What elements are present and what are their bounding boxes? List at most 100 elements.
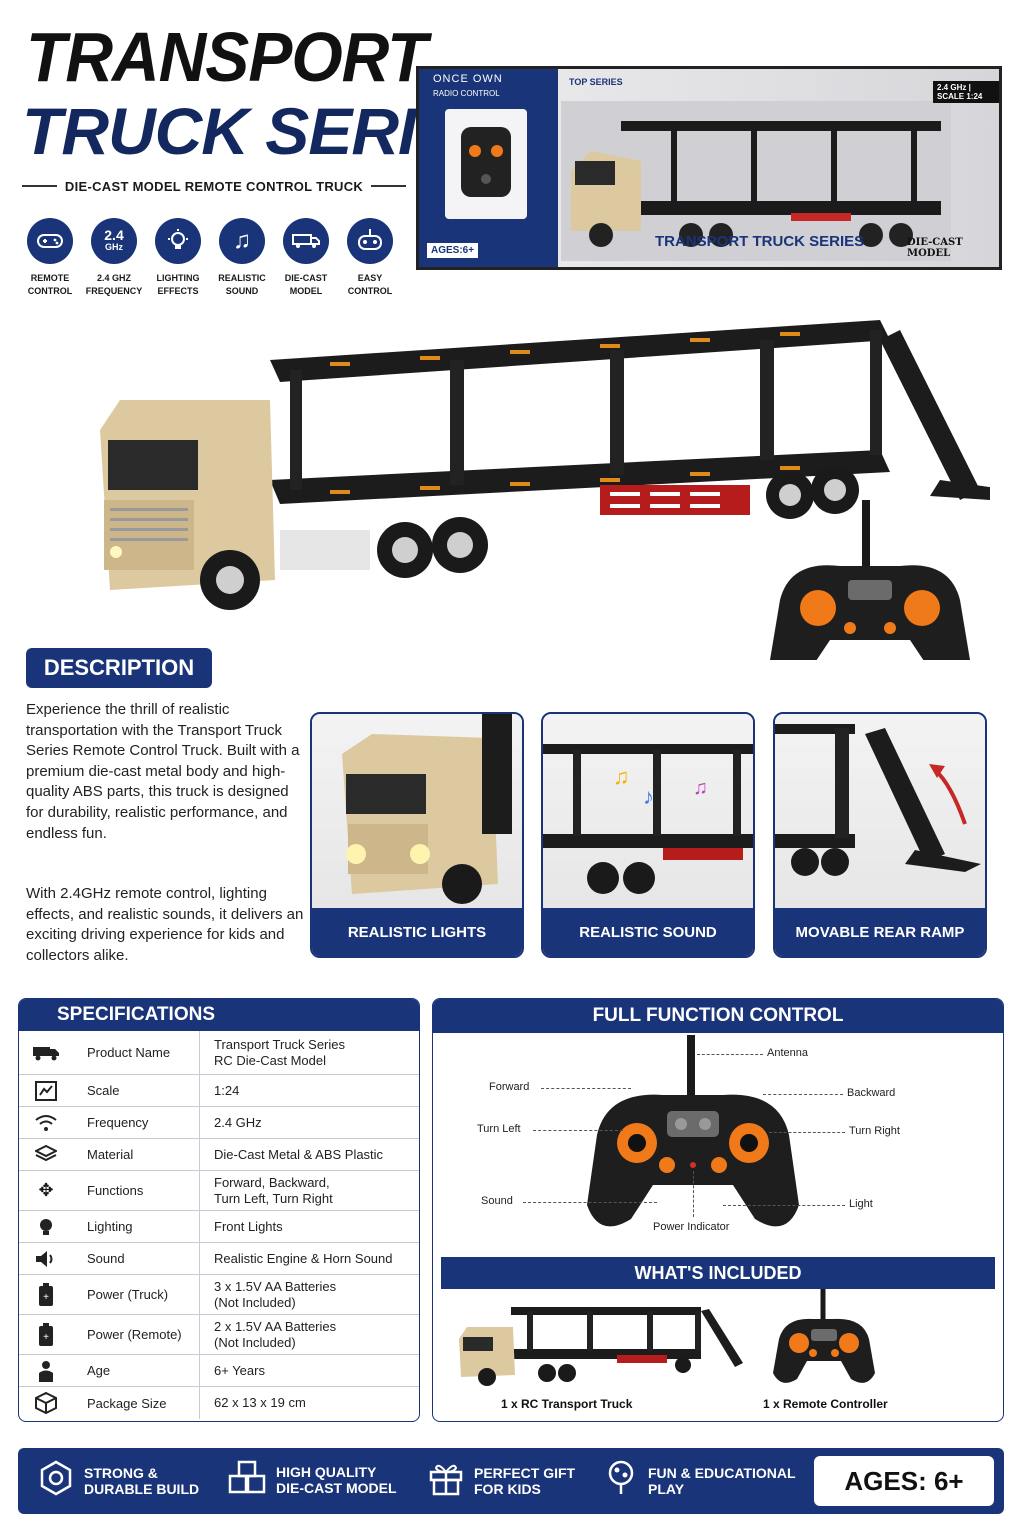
leader-line xyxy=(523,1202,657,1203)
leader-line xyxy=(697,1054,763,1055)
subtitle-row: DIE-CAST MODEL REMOTE CONTROL TRUCK xyxy=(22,176,406,196)
arrows-icon: ✥ xyxy=(38,1180,54,1200)
feature-frequency: 2.4 GHz 2.4 GHzFREQUENCY xyxy=(82,218,146,308)
spec-value: 6+ Years xyxy=(214,1362,265,1378)
band-label: FUN & EDUCATIONAL xyxy=(648,1464,796,1481)
band-label: PERFECT GIFT xyxy=(474,1464,576,1481)
spec-name: Power (Remote) xyxy=(87,1327,182,1342)
feature-label: SOUND xyxy=(225,286,259,296)
spec-name: Lighting xyxy=(87,1219,133,1234)
spec-value: (Not Included) xyxy=(214,1334,296,1350)
box-truck-window xyxy=(561,101,951,261)
label-turn-left: Turn Left xyxy=(477,1123,521,1135)
spec-row: Sound Realistic Engine & Horn Sound xyxy=(19,1243,419,1275)
feature-label: DIE-CAST xyxy=(284,273,328,283)
band-label: PLAY xyxy=(648,1480,685,1497)
spec-value: Front Lights xyxy=(214,1218,283,1234)
spec-row: Scale 1:24 xyxy=(19,1075,419,1107)
lightbulb-icon xyxy=(155,218,201,264)
feature-label: EFFECTS xyxy=(157,286,199,296)
control-heading: FULL FUNCTION CONTROL xyxy=(433,999,1003,1033)
specifications-heading: SPECIFICATIONS xyxy=(19,999,419,1031)
spec-value: (Not Included) xyxy=(214,1294,296,1310)
box-series-title: TRANSPORT TRUCK SERIES xyxy=(655,233,865,250)
layers-icon xyxy=(19,1144,73,1165)
spec-value: Realistic Engine & Horn Sound xyxy=(214,1250,393,1266)
included-remote-image xyxy=(771,1289,881,1394)
spec-name: Sound xyxy=(87,1251,125,1266)
bulb-icon xyxy=(19,1216,73,1238)
label-forward: Forward xyxy=(489,1081,530,1093)
svg-text:♫: ♫ xyxy=(613,764,630,789)
card-realistic-sound: ♫ ♪ ♫ REALISTIC SOUND xyxy=(541,712,755,958)
feature-label: CONTROL xyxy=(347,286,393,296)
subtitle: DIE-CAST MODEL REMOTE CONTROL TRUCK xyxy=(64,178,364,194)
label-sound: Sound xyxy=(481,1195,513,1207)
feature-label: FREQUENCY xyxy=(85,286,143,296)
spec-value: Die-Cast Metal & ABS Plastic xyxy=(214,1146,384,1162)
spec-name: Power (Truck) xyxy=(87,1287,169,1302)
svg-text:+: + xyxy=(43,1292,49,1303)
spec-value: RC Die-Cast Model xyxy=(214,1052,326,1068)
feature-label: REMOTE xyxy=(30,273,70,283)
band-label: FOR KIDS xyxy=(474,1480,541,1497)
leader-line xyxy=(693,1171,694,1217)
spec-value: Forward, Backward, xyxy=(214,1174,330,1190)
truck-icon xyxy=(19,1045,73,1061)
battery-icon: + xyxy=(19,1282,73,1307)
speaker-icon xyxy=(19,1250,73,1268)
frequency-badge-bottom: GHz xyxy=(105,242,123,252)
spec-value: 3 x 1.5V AA Batteries xyxy=(214,1278,337,1294)
spec-row: Lighting Front Lights xyxy=(19,1211,419,1243)
feature-remote-control: REMOTE CONTROL xyxy=(18,218,82,308)
spec-name: Scale xyxy=(87,1083,120,1098)
spec-value: Transport Truck Series xyxy=(214,1036,346,1052)
svg-text:+: + xyxy=(43,1332,49,1343)
boxes-icon xyxy=(228,1460,266,1499)
brain-icon xyxy=(604,1460,638,1501)
card-photo xyxy=(312,714,522,910)
label-turn-right: Turn Right xyxy=(849,1125,900,1137)
spec-row: Material Die-Cast Metal & ABS Plastic xyxy=(19,1139,419,1171)
card-caption: MOVABLE REAR RAMP xyxy=(775,908,985,956)
gift-icon xyxy=(428,1460,464,1501)
wifi-icon xyxy=(19,1114,73,1132)
svg-text:♫: ♫ xyxy=(693,777,708,799)
gamepad-icon xyxy=(27,218,73,264)
feature-label: CONTROL xyxy=(27,286,73,296)
spec-value: Turn Left, Turn Right xyxy=(214,1190,333,1206)
card-caption: REALISTIC SOUND xyxy=(543,908,753,956)
label-backward: Backward xyxy=(847,1087,896,1099)
label-power-indicator: Power Indicator xyxy=(653,1221,730,1233)
spec-name: Package Size xyxy=(87,1395,167,1411)
person-icon xyxy=(19,1360,73,1382)
band-label: DIE-CAST MODEL xyxy=(276,1479,397,1496)
card-caption: REALISTIC LIGHTS xyxy=(312,908,522,956)
remote-icon xyxy=(347,218,393,264)
shield-icon xyxy=(38,1460,74,1501)
product-box: ONCE OWN RADIO CONTROL TOP SERIES 2.4 GH… xyxy=(416,66,1002,270)
feature-label: 2.4 GHz xyxy=(96,273,131,283)
feature-label: MODEL xyxy=(289,286,323,296)
frequency-icon: 2.4 GHz xyxy=(91,218,137,264)
full-function-control-panel: FULL FUNCTION CONTROL Antenna Forward Ba… xyxy=(432,998,1004,1422)
box-brand: ONCE OWN xyxy=(433,73,503,85)
leader-line xyxy=(541,1088,631,1089)
spec-row: Age 6+ Years xyxy=(19,1355,419,1387)
spec-value: 62 x 13 x 19 cm xyxy=(214,1395,306,1410)
band-label: HIGH QUALITY xyxy=(276,1463,377,1480)
included-remote-caption: 1 x Remote Controller xyxy=(763,1397,888,1411)
specifications-panel: SPECIFICATIONS Product Name Transport Tr… xyxy=(18,998,420,1422)
title-line-1: TRANSPORT xyxy=(26,18,427,96)
feature-label: EASY xyxy=(357,273,383,283)
spec-name: Product Name xyxy=(87,1045,171,1060)
box-icon xyxy=(19,1392,73,1414)
included-truck-caption: 1 x RC Transport Truck xyxy=(501,1397,633,1411)
box-diecast-label: DIE-CAST MODEL xyxy=(907,237,963,259)
description-paragraph-2: With 2.4GHz remote control, lighting eff… xyxy=(26,885,304,964)
spec-name: Frequency xyxy=(87,1115,149,1130)
band-label: DURABLE BUILD xyxy=(84,1480,200,1497)
